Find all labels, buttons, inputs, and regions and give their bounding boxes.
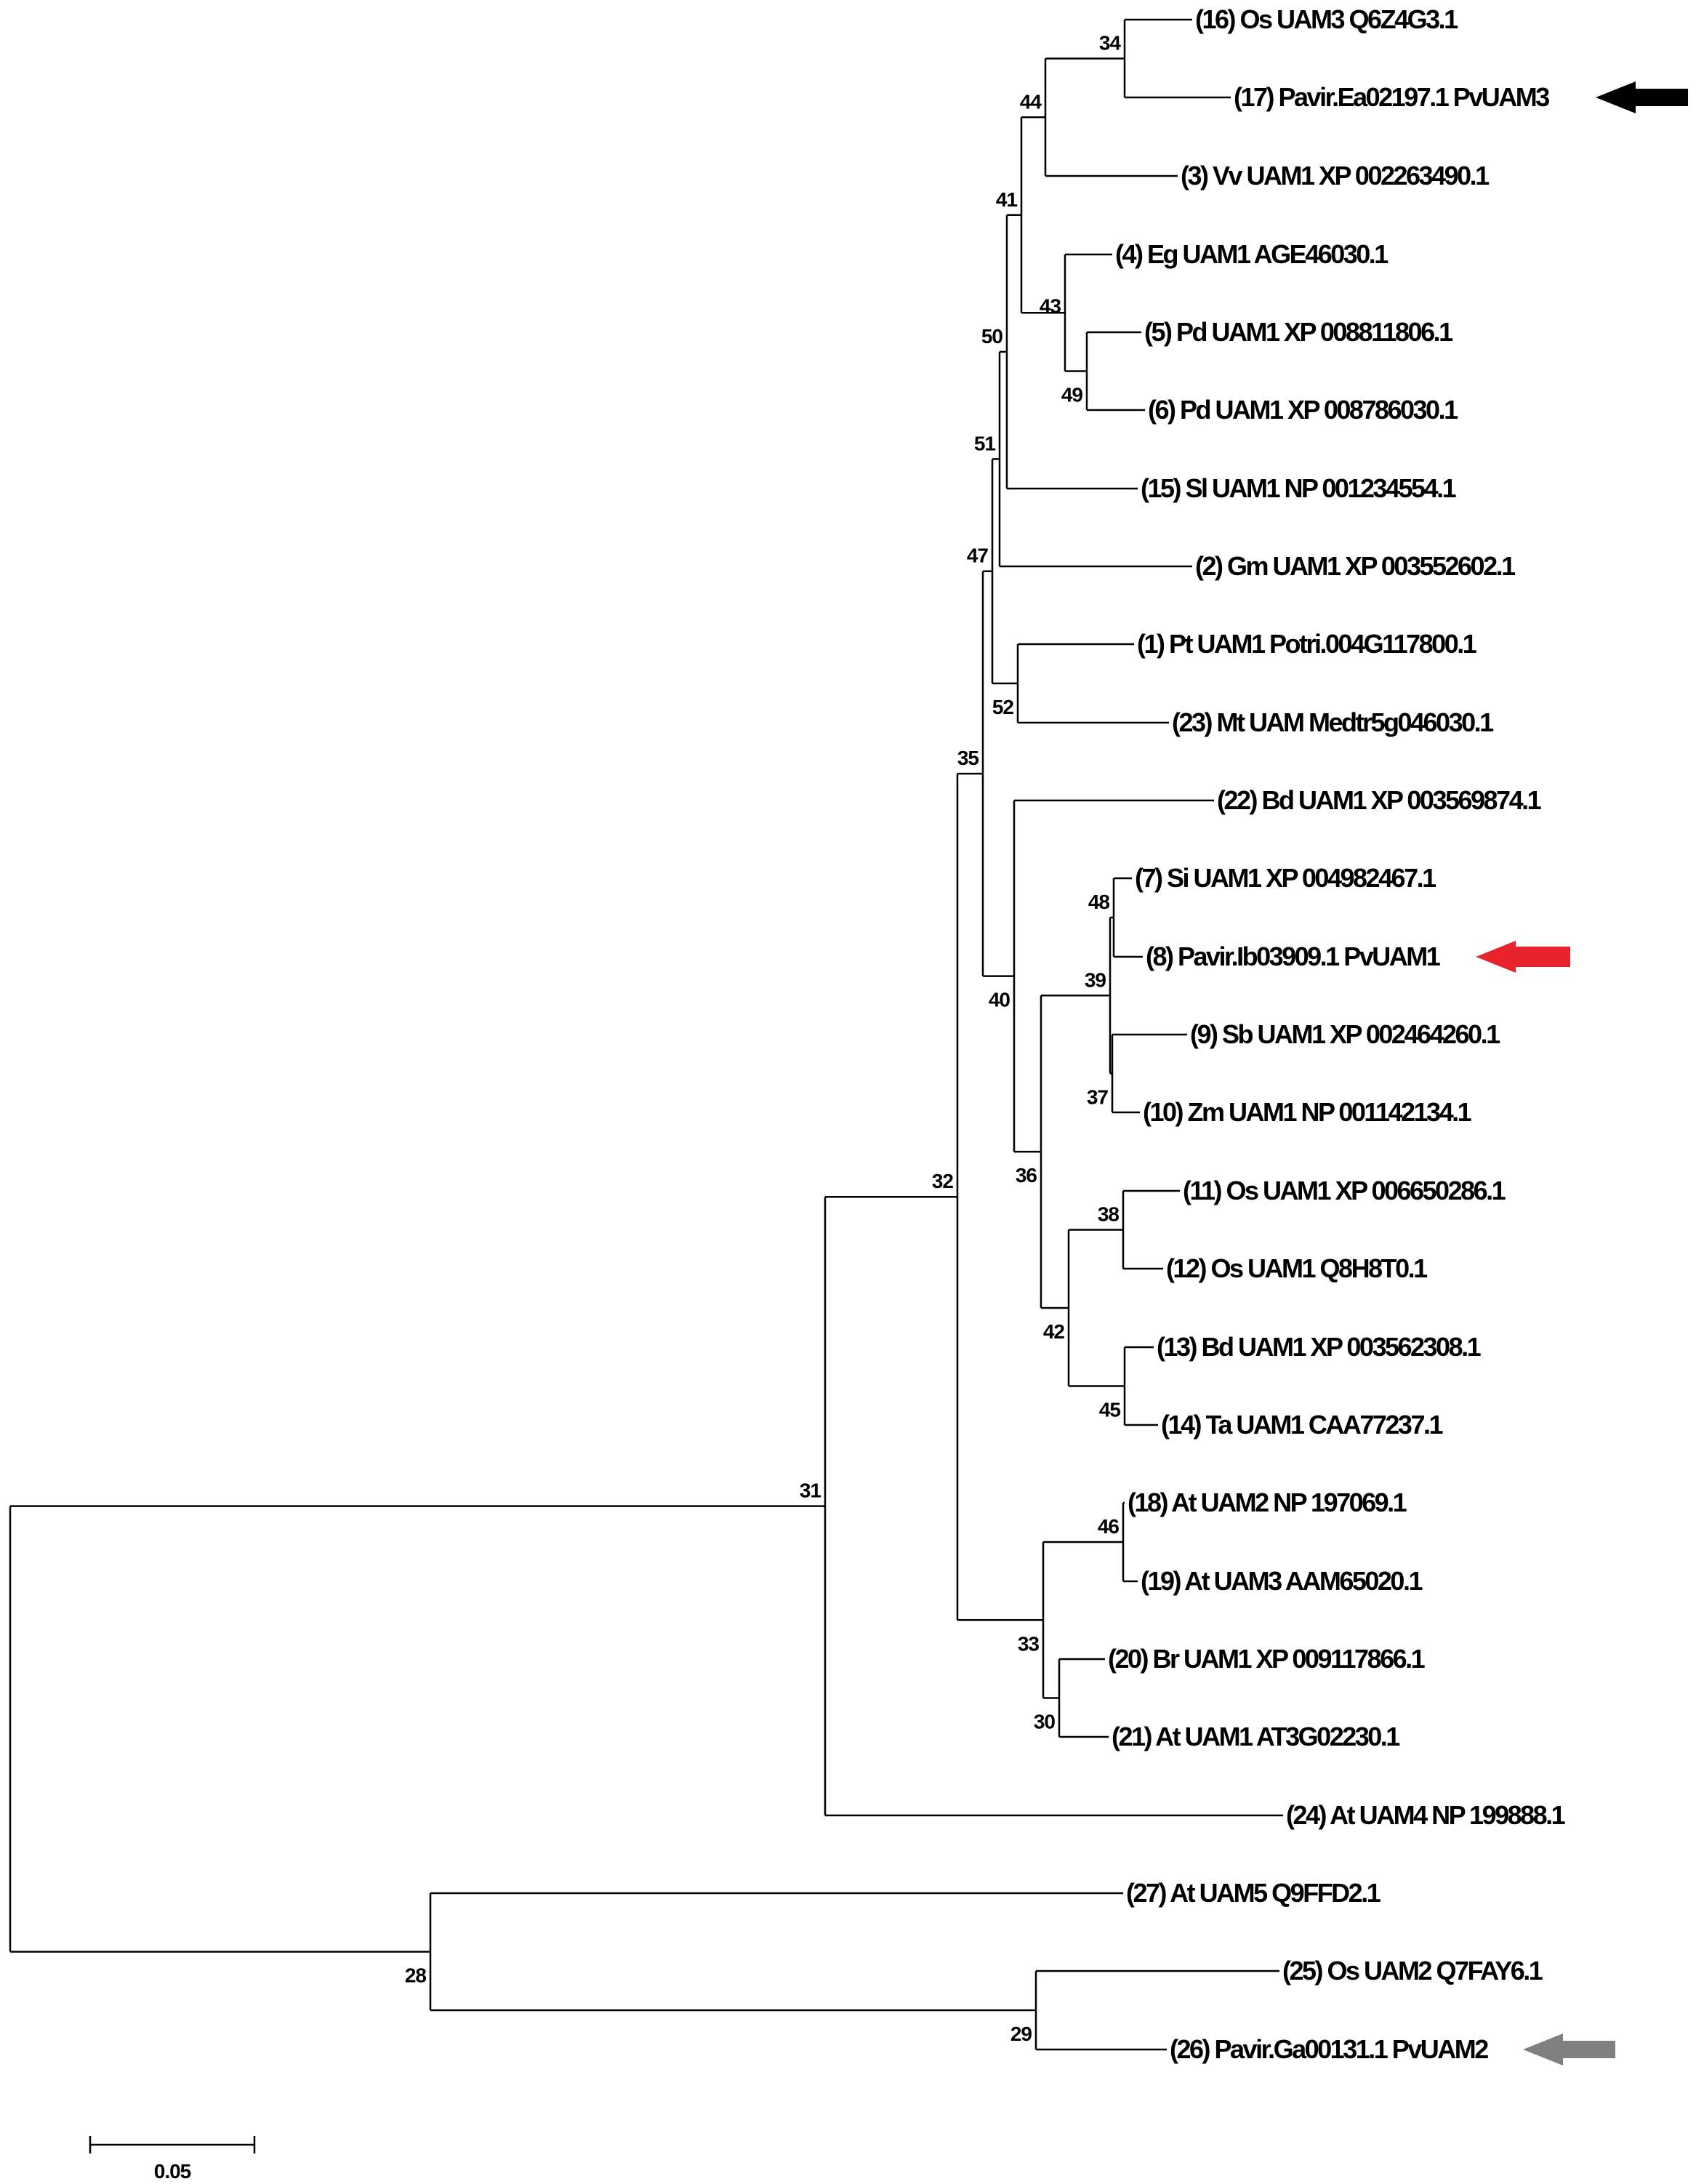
bootstrap-value: 31 bbox=[800, 1480, 821, 1502]
leaf-label: (20) Br UAM1 XP 009117866.1 bbox=[1108, 1644, 1426, 1674]
bootstrap-value: 43 bbox=[1040, 294, 1061, 317]
leaf-label: (11) Os UAM1 XP 006650286.1 bbox=[1183, 1176, 1506, 1205]
tree-branches bbox=[9, 18, 1283, 2051]
leaf-label: (3) Vv UAM1 XP 002263490.1 bbox=[1181, 161, 1490, 190]
leaf-label: (13) Bd UAM1 XP 003562308.1 bbox=[1157, 1332, 1482, 1362]
leaf-label: (15) Sl UAM1 NP 001234554.1 bbox=[1141, 473, 1457, 503]
leaf-label: (12) Os UAM1 Q8H8T0.1 bbox=[1166, 1253, 1428, 1283]
leaf-label: (19) At UAM3 AAM65020.1 bbox=[1141, 1566, 1423, 1596]
bootstrap-value: 32 bbox=[932, 1170, 954, 1192]
bootstrap-value: 35 bbox=[957, 747, 979, 769]
bootstrap-value: 39 bbox=[1085, 968, 1106, 991]
leaf-label: (10) Zm UAM1 NP 001142134.1 bbox=[1143, 1097, 1472, 1127]
bootstrap-value: 41 bbox=[996, 188, 1018, 211]
leaf-label: (8) Pavir.Ib03909.1 PvUAM1 bbox=[1146, 942, 1441, 971]
bootstrap-value: 33 bbox=[1018, 1632, 1040, 1655]
scale-bar-line bbox=[89, 2136, 256, 2153]
bootstrap-value: 46 bbox=[1098, 1515, 1120, 1538]
leaf-label: (1) Pt UAM1 Potri.004G117800.1 bbox=[1137, 629, 1477, 659]
leaf-label: (23) Mt UAM Medtr5g046030.1 bbox=[1172, 707, 1494, 737]
leaf-label: (26) Pavir.Ga00131.1 PvUAM2 bbox=[1170, 2034, 1488, 2064]
bootstrap-value: 40 bbox=[989, 989, 1010, 1011]
leaf-label: (16) Os UAM3 Q6Z4G3.1 bbox=[1195, 4, 1458, 34]
highlight-arrows bbox=[1476, 81, 1688, 2065]
bootstrap-value: 52 bbox=[992, 696, 1014, 718]
scale-bar-label: 0.05 bbox=[154, 2160, 191, 2183]
leaf-labels: (16) Os UAM3 Q6Z4G3.1 (17) Pavir.Ea02197.… bbox=[1108, 4, 1567, 2064]
leaf-label: (14) Ta UAM1 CAA77237.1 bbox=[1161, 1410, 1443, 1440]
leaf-label: (7) Si UAM1 XP 004982467.1 bbox=[1135, 863, 1436, 893]
leaf-label: (4) Eg UAM1 AGE46030.1 bbox=[1115, 239, 1388, 269]
leaf-label: (24) At UAM4 NP 199888.1 bbox=[1286, 1800, 1566, 1830]
leaf-label: (17) Pavir.Ea02197.1 PvUAM3 bbox=[1234, 82, 1549, 112]
leaf-label: (2) Gm UAM1 XP 003552602.1 bbox=[1195, 551, 1516, 581]
bootstrap-value: 38 bbox=[1098, 1203, 1120, 1226]
arrow-left-icon bbox=[1523, 2034, 1615, 2065]
bootstrap-value: 34 bbox=[1099, 32, 1122, 55]
leaf-label: (21) At UAM1 AT3G02230.1 bbox=[1112, 1722, 1400, 1751]
scale-bar: 0.05 bbox=[89, 2136, 256, 2183]
leaf-label: (18) At UAM2 NP 197069.1 bbox=[1128, 1488, 1407, 1517]
leaf-label: (25) Os UAM2 Q7FAY6.1 bbox=[1282, 1956, 1543, 1986]
leaf-label: (27) At UAM5 Q9FFD2.1 bbox=[1126, 1878, 1381, 1908]
bootstrap-value: 28 bbox=[405, 1964, 427, 1987]
leaf-label: (5) Pd UAM1 XP 008811806.1 bbox=[1144, 317, 1453, 347]
bootstrap-value: 47 bbox=[967, 545, 989, 567]
bootstrap-value: 29 bbox=[1010, 2023, 1032, 2045]
bootstrap-value: 51 bbox=[974, 432, 996, 454]
arrow-left-icon bbox=[1596, 81, 1688, 113]
bootstrap-value: 30 bbox=[1034, 1711, 1056, 1733]
bootstrap-value: 50 bbox=[981, 325, 1003, 348]
leaf-label: (9) Sb UAM1 XP 002464260.1 bbox=[1190, 1019, 1500, 1049]
bootstrap-value: 45 bbox=[1099, 1399, 1121, 1421]
bootstrap-value: 36 bbox=[1016, 1164, 1037, 1187]
leaf-label: (6) Pd UAM1 XP 008786030.1 bbox=[1148, 395, 1458, 425]
bootstrap-values: 34 44 49 43 41 50 51 52 47 48 37 39 38 45 42 36 40 35 46 30… bbox=[405, 32, 1122, 2046]
bootstrap-value: 44 bbox=[1020, 90, 1042, 113]
bootstrap-value: 49 bbox=[1061, 384, 1083, 406]
arrow-left-icon bbox=[1476, 941, 1570, 973]
bootstrap-value: 37 bbox=[1087, 1086, 1109, 1109]
bootstrap-value: 48 bbox=[1088, 891, 1110, 913]
leaf-label: (22) Bd UAM1 XP 003569874.1 bbox=[1217, 785, 1542, 815]
bootstrap-value: 42 bbox=[1043, 1320, 1065, 1343]
